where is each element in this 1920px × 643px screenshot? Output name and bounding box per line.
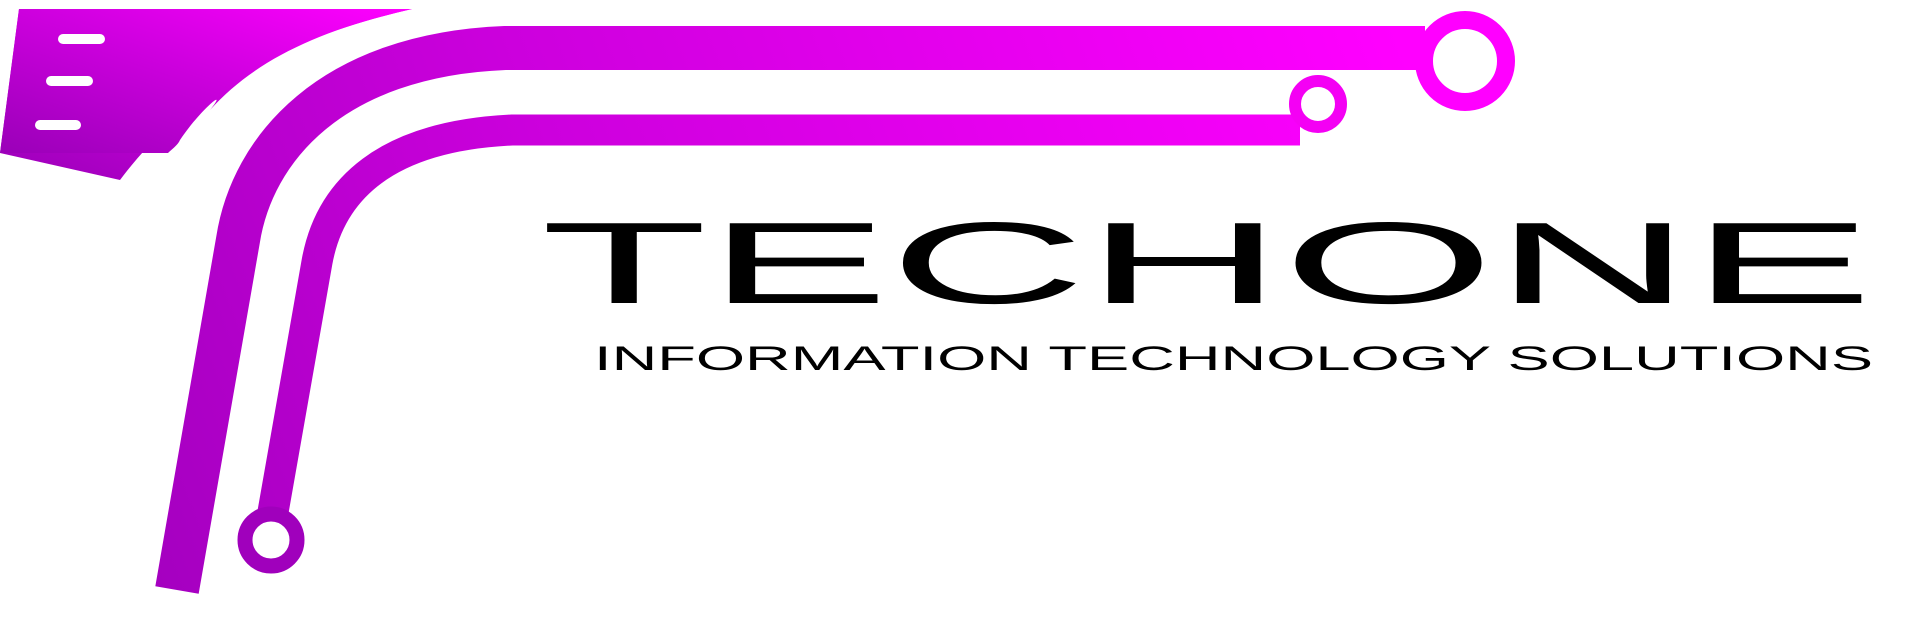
inner-trace-node-top [1289, 75, 1347, 133]
circuit-trace-t-icon [0, 9, 1515, 594]
outer-trace-node [1415, 11, 1515, 111]
inner-trace [257, 114, 1300, 515]
outer-trace [155, 26, 1425, 594]
tab-dashes [35, 34, 105, 130]
tab-shape-base [0, 9, 412, 153]
brand-name: TECHONE [541, 198, 1873, 328]
tagline: INFORMATION TECHNOLOGY SOLUTIONS [594, 340, 1873, 378]
inner-trace-node-bottom [237, 506, 305, 574]
